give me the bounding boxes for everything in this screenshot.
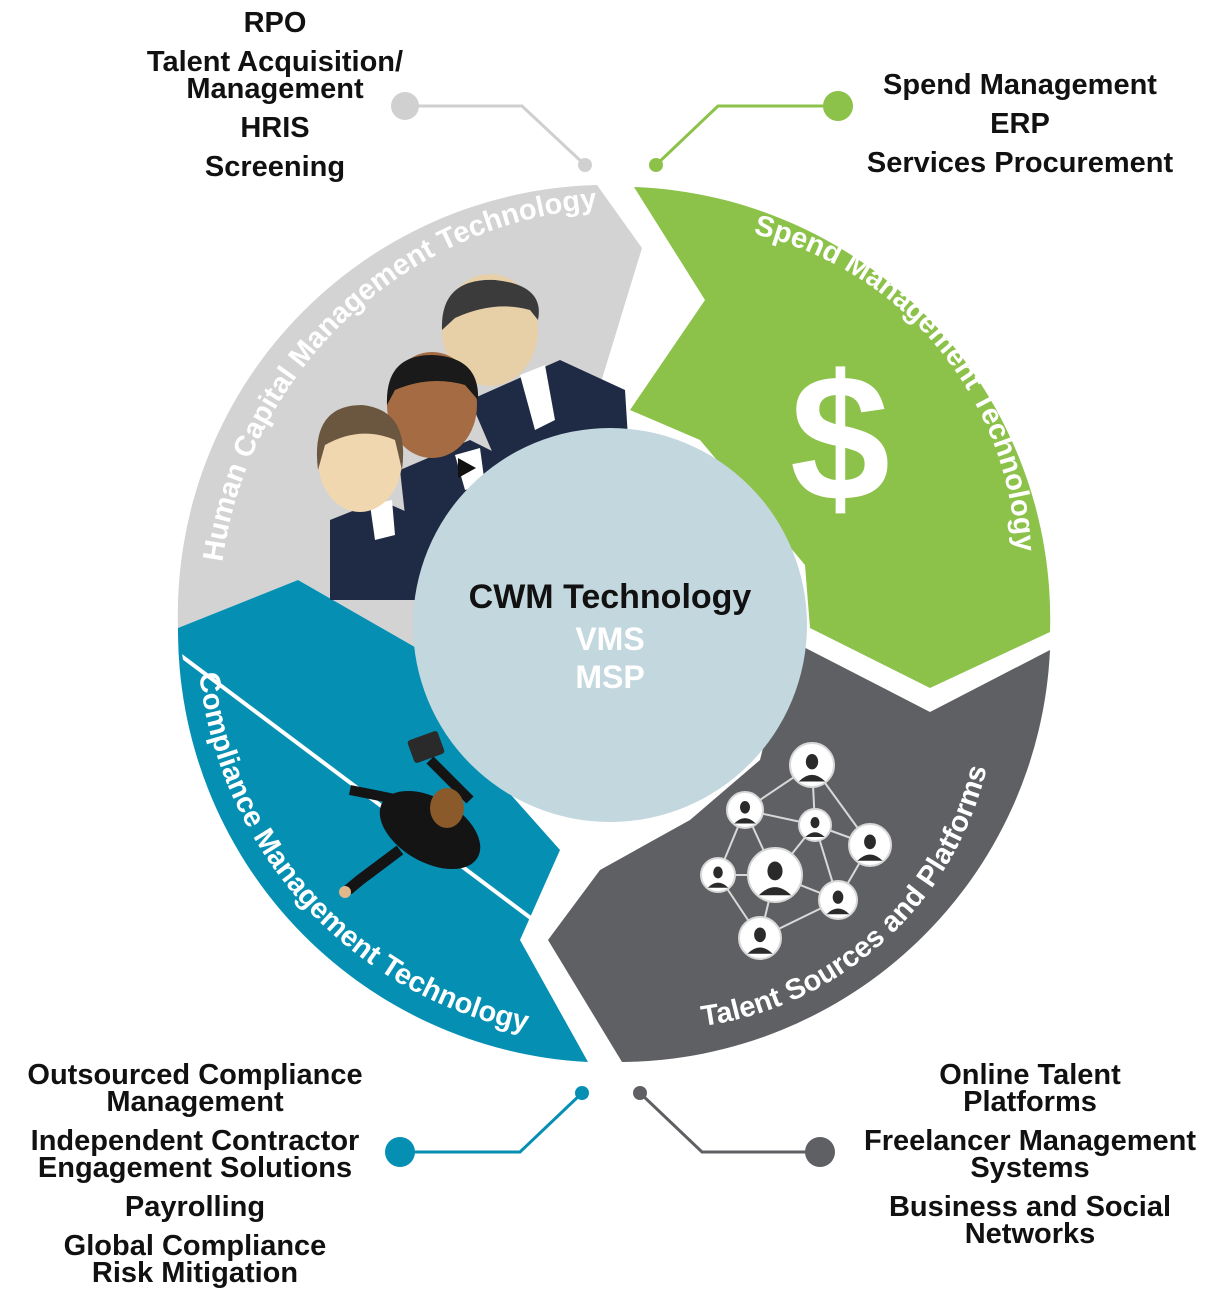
callout-item: Services Procurement	[866, 147, 1174, 179]
callout-item: Screening	[204, 151, 346, 183]
network-person-node	[747, 847, 803, 903]
callout-item: Payrolling	[124, 1191, 266, 1223]
connector-dot-small	[633, 1086, 647, 1100]
callout-talent: Online Talent Platforms Freelancer Manag…	[840, 1059, 1220, 1260]
network-person-node	[700, 857, 736, 893]
network-person-node	[848, 823, 892, 867]
center-line-msp: MSP	[575, 659, 644, 695]
network-person-node	[726, 791, 764, 829]
connector-dot-large	[823, 91, 853, 121]
connector-top-right	[649, 91, 853, 172]
callout-item: Online Talent Platforms	[939, 1059, 1121, 1118]
callout-compliance: Outsourced Compliance Management Indepen…	[0, 1059, 390, 1299]
connector-dot-large	[805, 1137, 835, 1167]
connector-dot-small	[578, 158, 592, 172]
connector-dot-small	[649, 158, 663, 172]
walking-businessman-icon	[339, 731, 481, 898]
callout-item: HRIS	[240, 112, 310, 144]
center-line-vms: VMS	[575, 621, 644, 657]
callout-item: Talent Acquisition/ Management	[146, 46, 404, 105]
callout-item: Business and Social Networks	[888, 1191, 1172, 1250]
dollar-icon: $	[790, 338, 890, 539]
network-person-node	[818, 880, 858, 920]
callout-item: Outsourced Compliance Management	[27, 1059, 363, 1118]
connector-dot-large	[391, 92, 419, 120]
connector-bottom-right	[633, 1086, 835, 1167]
callout-item: Global Compliance Risk Mitigation	[63, 1230, 327, 1289]
svg-text:$: $	[790, 338, 890, 539]
segment-talent	[548, 640, 1050, 1062]
connector-dot-large	[385, 1137, 415, 1167]
network-icon	[700, 742, 892, 960]
network-person-node	[789, 742, 835, 788]
connector-bottom-left	[385, 1086, 589, 1167]
center-title: CWM Technology	[469, 578, 752, 616]
callout-item: RPO	[243, 7, 307, 39]
callout-item: ERP	[990, 108, 1050, 140]
network-person-node	[798, 808, 832, 842]
connector-dot-small	[575, 1086, 589, 1100]
callout-item: Spend Management	[883, 69, 1157, 101]
segment-spend	[630, 187, 1051, 688]
connector-top-left	[391, 92, 592, 172]
callout-spend: Spend Management ERP Services Procuremen…	[830, 69, 1210, 189]
center-circle	[413, 428, 807, 822]
network-person-node	[738, 916, 782, 960]
callout-hcm: RPO Talent Acquisition/ Management HRIS …	[110, 7, 440, 193]
callout-item: Freelancer Management Systems	[863, 1125, 1196, 1184]
callout-item: Independent Contractor Engagement Soluti…	[30, 1125, 360, 1184]
